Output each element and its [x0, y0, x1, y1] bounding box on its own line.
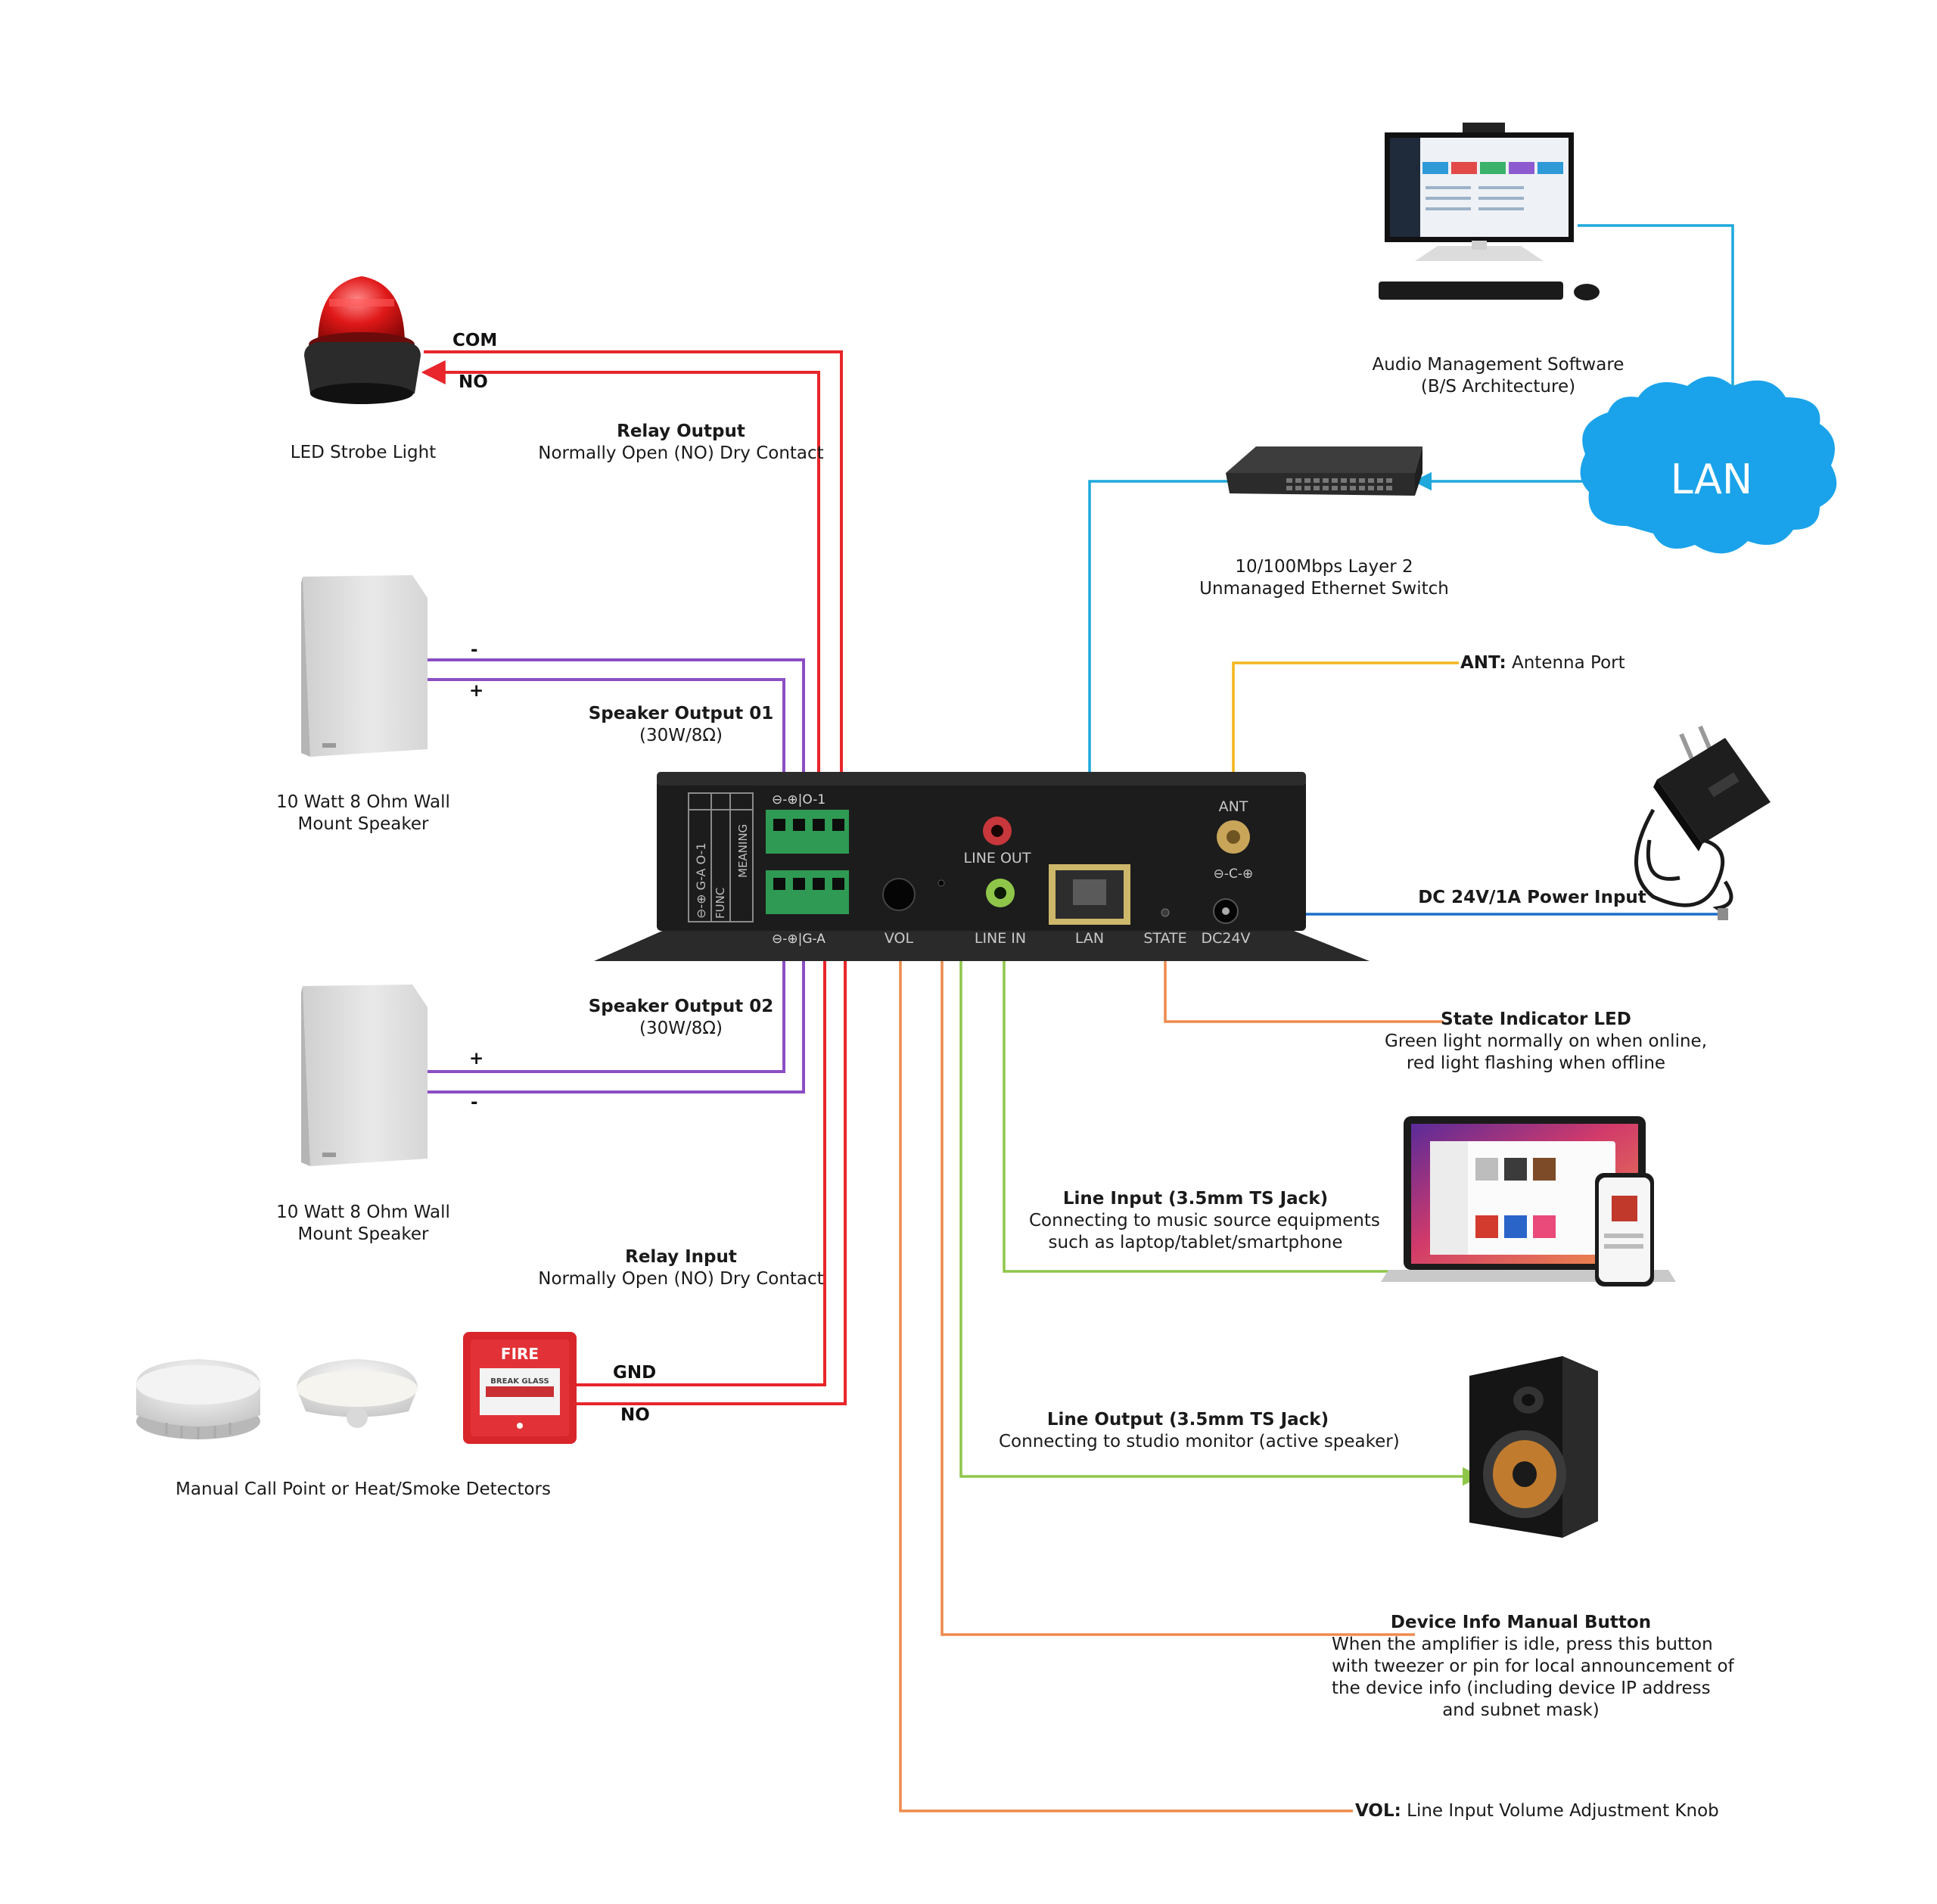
panel-top-marks: ⊖-⊕|O-1	[772, 792, 825, 807]
speaker2-label: 10 Watt 8 Ohm Wall Mount Speaker	[276, 1202, 450, 1244]
studio-monitor-icon	[1469, 1356, 1598, 1538]
pc-label: Audio Management Software (B/S Architect…	[1372, 355, 1625, 397]
panel-table-meaning: MEANING	[736, 824, 750, 878]
device-info-annotation: Device Info Manual Button When the ampli…	[1332, 1613, 1734, 1720]
laptop-phone-icon	[1381, 1116, 1676, 1286]
lan-cloud-label: LAN	[1671, 456, 1753, 503]
line-input-annotation: Line Input (3.5mm TS Jack) Connecting to…	[1029, 1189, 1380, 1252]
lan-cloud-icon: LAN	[1580, 376, 1837, 554]
wire-label-com-top: COM	[452, 331, 498, 350]
ant-annotation: ANT: Antenna Port	[1460, 653, 1625, 673]
switch-label: 10/100Mbps Layer 2 Unmanaged Ethernet Sw…	[1199, 557, 1449, 599]
ethernet-switch-icon	[1226, 446, 1422, 496]
state-led	[1161, 908, 1170, 917]
panel-polarity: ⊖-C-⊕	[1214, 866, 1254, 882]
wire-label-spk2-plus: +	[469, 1049, 484, 1069]
speaker-output-02-annotation: Speaker Output 02 (30W/8Ω)	[588, 997, 774, 1038]
wall-speaker-icon	[301, 575, 428, 757]
network-wires	[1080, 224, 1743, 884]
fire-text: FIRE	[501, 1345, 539, 1363]
state-annotation: State Indicator LED Green light normally…	[1385, 1010, 1708, 1073]
device-info-wire	[941, 935, 1415, 1636]
detectors-label: Manual Call Point or Heat/Smoke Detector…	[176, 1479, 551, 1499]
speaker-output-01-annotation: Speaker Output 01 (30W/8Ω)	[588, 704, 774, 745]
panel-table-rows: ⊖-⊕ G-A O-1	[694, 842, 708, 919]
antenna-wire	[1232, 661, 1459, 817]
wire-label-spk1-minus: -	[471, 640, 478, 660]
power-annotation: DC 24V/1A Power Input	[1418, 888, 1646, 907]
line-in-wire	[994, 902, 1402, 1273]
break-glass-text: BREAK GLASS	[490, 1377, 549, 1386]
panel-state-label: STATE	[1143, 930, 1186, 947]
strobe-label: LED Strobe Light	[290, 443, 437, 462]
panel-bottom-marks: ⊖-⊕|G-A	[772, 932, 825, 947]
vol-wire	[899, 938, 1353, 1812]
wall-speaker-icon	[301, 985, 428, 1166]
panel-dc-label: DC24V	[1201, 930, 1250, 947]
manual-call-point-icon: FIRE BREAK GLASS	[463, 1332, 577, 1444]
wire-label-no-bottom: NO	[620, 1405, 650, 1425]
panel-vol-label: VOL	[885, 930, 914, 947]
wire-label-spk1-plus: +	[469, 681, 484, 701]
line-output-annotation: Line Output (3.5mm TS Jack) Connecting t…	[999, 1410, 1400, 1451]
relay-output-wires	[421, 350, 843, 817]
smoke-detector-icon	[136, 1359, 260, 1439]
amplifier-device: ⊖-⊕ G-A O-1 FUNC MEANING ⊖-⊕|O-1 ⊖-⊕|G-A…	[594, 772, 1370, 961]
relay-output-annotation: Relay Output Normally Open (NO) Dry Cont…	[538, 422, 824, 463]
speaker1-label: 10 Watt 8 Ohm Wall Mount Speaker	[276, 792, 450, 834]
panel-line-in-label: LINE IN	[975, 930, 1026, 947]
panel-line-out-label: LINE OUT	[964, 850, 1031, 866]
heat-detector-icon	[297, 1359, 418, 1428]
strobe-light-icon	[304, 276, 421, 404]
wire-label-gnd-bottom: GND	[613, 1363, 657, 1383]
panel-table-func: FUNC	[714, 888, 727, 919]
pc-monitor-icon	[1379, 123, 1600, 300]
panel-ant-label: ANT	[1219, 798, 1248, 815]
speaker1-wires	[428, 658, 805, 817]
device-info-button[interactable]	[937, 879, 945, 887]
power-adapter-icon	[1634, 725, 1771, 920]
vol-knob[interactable]	[882, 878, 916, 911]
relay-input-wires	[575, 938, 847, 1405]
speaker2-wires	[428, 938, 805, 1094]
wire-label-spk2-minus: -	[471, 1093, 478, 1112]
vol-annotation: VOL: Line Input Volume Adjustment Knob	[1355, 1801, 1719, 1821]
relay-input-annotation: Relay Input Normally Open (NO) Dry Conta…	[538, 1247, 824, 1289]
panel-lan-label: LAN	[1075, 930, 1104, 947]
wire-label-no-top: NO	[459, 372, 488, 392]
